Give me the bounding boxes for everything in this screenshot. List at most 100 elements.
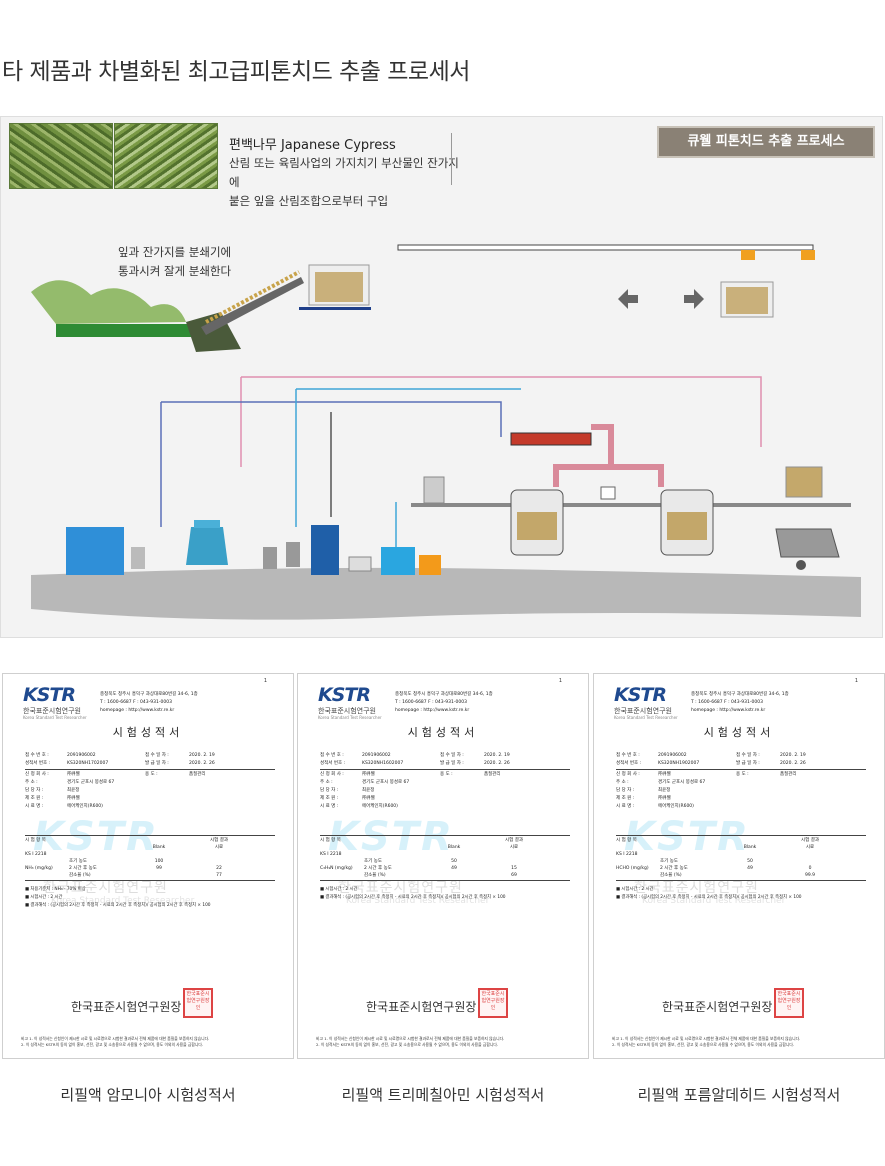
phone-line: T : 1600-6687 F : 043-931-0003 <box>100 700 172 705</box>
field-label: 발 급 일 자 : <box>736 761 760 766</box>
certificate-formaldehyde: 1 KSTR 한국표준시험연구원 Korea Standard Test Res… <box>593 673 885 1059</box>
row-label: 감소율 (%) <box>364 873 386 878</box>
field-label: 제 조 원 : <box>25 796 44 801</box>
conveyor <box>201 277 304 335</box>
institute-name: 한국표준시험연구원장 <box>662 1000 773 1014</box>
logo-kr: 한국표준시험연구원 <box>614 707 672 715</box>
address-block: 충청북도 청주시 흥덕구 과상대로80번길 34-6, 1층 T : 1600-… <box>100 691 270 715</box>
blank-value: 50 <box>747 859 753 864</box>
logo-en: Korea Standard Test Researcher <box>23 715 87 720</box>
sample-value: 22 <box>216 866 222 871</box>
standard: KS I 2218 <box>25 852 47 857</box>
tree-desc-line1: 산림 또는 육림사업의 가지치기 부산물인 잔가지에 <box>229 156 459 189</box>
field-value: 최윤정 <box>362 788 375 793</box>
field-label: 발 급 일 자 : <box>145 761 169 766</box>
reactor-right <box>660 489 714 556</box>
institute-name: 한국표준시험연구원장 <box>71 1000 182 1014</box>
notes: ■ 처용기준치 : NH₃ - 70% 이상 ■ 시험시간 : 2 시간 ■ 결… <box>25 886 275 910</box>
field-value: 최윤정 <box>67 788 80 793</box>
row-label: 2 시간 후 농도 <box>660 866 688 871</box>
crane-rail <box>397 244 814 251</box>
sample-value <box>484 858 544 865</box>
field-label: 용 도 : <box>736 772 749 777</box>
field-label: 신 청 회 사 : <box>616 772 640 777</box>
field-value: 2020. 2. 26 <box>189 761 215 766</box>
separator <box>320 769 570 770</box>
field-value: 에어케인지(R600) <box>658 804 694 809</box>
field-label: 담 당 자 : <box>616 788 635 793</box>
field-label: 주 소 : <box>616 780 629 785</box>
field-value: KS320NH1902007 <box>658 761 700 766</box>
field-label: 시 료 명 : <box>320 804 339 809</box>
footnote: 비고 1. 이 성적서는 신청인이 제시한 시료 및 시료명으로 시험한 결과로… <box>21 1036 281 1048</box>
blank-value <box>424 872 484 879</box>
sample-value: 69 <box>511 873 517 878</box>
field-label: 시 료 명 : <box>616 804 635 809</box>
field-value: 2020. 2. 26 <box>484 761 510 766</box>
blank-value: 49 <box>451 866 457 871</box>
watermark: KSTR <box>328 814 454 860</box>
standard: KS I 2218 <box>616 852 638 857</box>
tree-title: 편백나무 Japanese Cypress <box>229 138 396 153</box>
sample-header: 시료 <box>805 845 815 850</box>
blank-header: Blank <box>743 845 757 850</box>
notes: ■ 시험시간 : 2 시간 ■ 결과해석 : (공시험의 2시간 후 측정치 -… <box>616 886 866 902</box>
field-value: ㈜큐웰 <box>67 796 80 801</box>
footnote-line: 비고 1. 이 성적서는 신청인이 제시한 시료 및 시료명으로 시험한 결과로… <box>612 1036 801 1041</box>
field-label: 접 수 번 호 : <box>25 753 49 758</box>
field-value: 경기도 군포시 봉성로 67 <box>658 780 706 785</box>
watermark: KSTR <box>33 814 159 860</box>
field-value: ㈜큐웰 <box>362 796 375 801</box>
note: ■ 처용기준치 : NH₃ - 70% 이상 <box>25 887 86 892</box>
certificate-ammonia: 1 KSTR 한국표준시험연구원 Korea Standard Test Res… <box>2 673 294 1059</box>
row-label: 초기 농도 <box>69 859 87 864</box>
certificate-trimethylamine: 1 KSTR 한국표준시험연구원 Korea Standard Test Res… <box>297 673 589 1059</box>
separator <box>616 769 866 770</box>
footnote-line: 비고 1. 이 성적서는 신청인이 제시한 시료 및 시료명으로 시험한 결과로… <box>316 1036 505 1041</box>
kstr-logo: KSTR <box>318 684 371 706</box>
result-header: 시험 결과 <box>505 838 523 843</box>
logo-kr: 한국표준시험연구원 <box>23 707 81 715</box>
gas-name: HCHO (mg/kg) <box>616 866 649 871</box>
field-value: 최윤정 <box>658 788 671 793</box>
field-label: 제 조 원 : <box>616 796 635 801</box>
footnote: 비고 1. 이 성적서는 신청인이 제시한 시료 및 시료명으로 시험한 결과로… <box>612 1036 872 1048</box>
note: ■ 시험시간 : 2 시간 <box>616 887 654 892</box>
address-block: 충청북도 청주시 흥덕구 과상대로80번길 34-6, 1층 T : 1600-… <box>395 691 565 715</box>
blank-value: 50 <box>451 859 457 864</box>
row-label: 2 시간 후 농도 <box>69 866 97 871</box>
footnote-line: 2. 이 성적서는 KSTR의 동의 없이 홍보, 선전, 광고 및 소송용으로… <box>21 1042 204 1047</box>
crush-line1: 잎과 잔가지를 분쇄기에 <box>118 245 232 259</box>
logo-kr: 한국표준시험연구원 <box>318 707 376 715</box>
field-label: 담 당 자 : <box>25 788 44 793</box>
sample-value: 99.9 <box>804 873 816 878</box>
result-header: 시험 결과 <box>210 838 228 843</box>
homepage-line: homepage : http://www.kstr.re.kr <box>691 708 766 713</box>
phone-line: T : 1600-6687 F : 043-931-0003 <box>395 700 467 705</box>
caption-ammonia: 리필액 암모니아 시험성적서 <box>60 1086 236 1104</box>
cypress-photo-right <box>114 123 218 189</box>
field-label: 접 수 일 자 : <box>736 753 760 758</box>
platform <box>411 503 851 507</box>
field-value: 에어케인지(R600) <box>362 804 398 809</box>
field-label: 접 수 번 호 : <box>320 753 344 758</box>
caption-formaldehyde: 리필액 포름알데히드 시험성적서 <box>637 1086 841 1104</box>
address-line: 충청북도 청주시 흥덕구 과상대로80번길 34-6, 1층 <box>691 692 789 697</box>
left-arrow <box>618 289 638 309</box>
field-value: 에어케인지(R600) <box>67 804 103 809</box>
field-value: 경기도 군포시 봉성로 67 <box>362 780 410 785</box>
cyan-box <box>381 547 415 575</box>
homepage-line: homepage : http://www.kstr.re.kr <box>100 708 175 713</box>
field-label: 신 청 회 사 : <box>25 772 49 777</box>
field-value: 경기도 군포시 봉성로 67 <box>67 780 115 785</box>
field-value: 2020. 2. 19 <box>484 753 510 758</box>
note: ■ 시험시간 : 2 시간 <box>25 895 63 900</box>
process-diagram-panel: 편백나무 Japanese Cypress 산림 또는 육림사업의 가지치기 부… <box>0 116 883 638</box>
field-label: 성적서 번호 : <box>25 761 51 766</box>
footnote-line: 2. 이 성적서는 KSTR의 동의 없이 홍보, 선전, 광고 및 소송용으로… <box>612 1042 795 1047</box>
page-number: 1 <box>854 678 858 684</box>
